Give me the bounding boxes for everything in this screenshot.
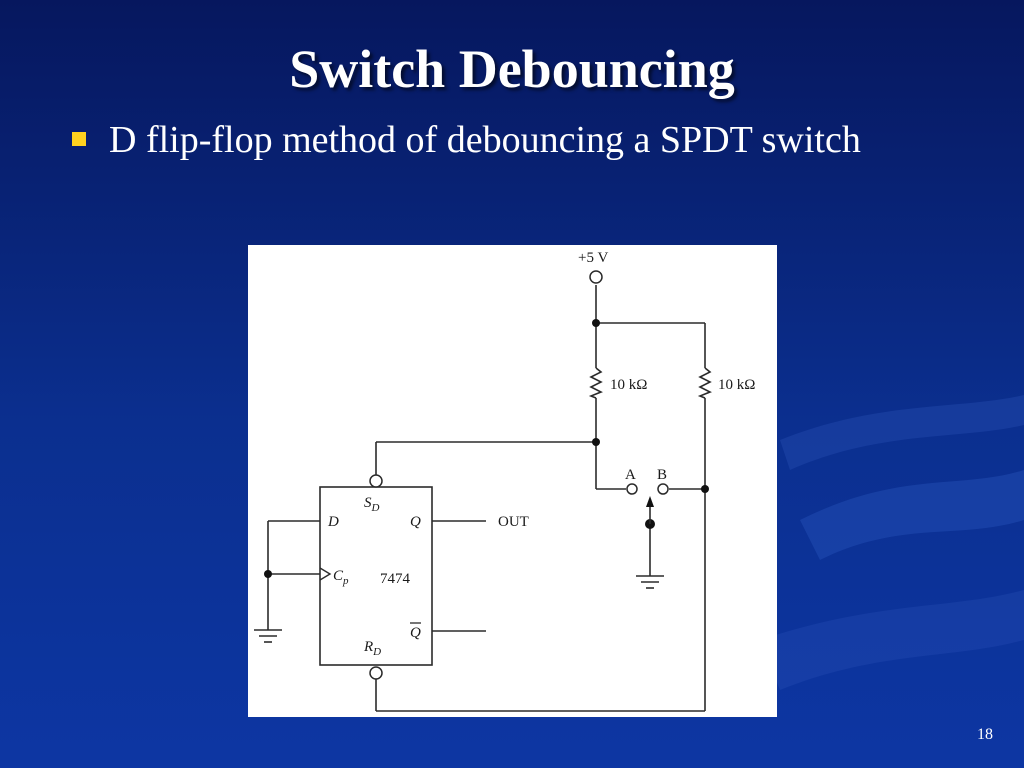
supply-terminal-icon: [589, 270, 603, 284]
pin-qbar-label: Q: [410, 625, 421, 641]
circuit-wires: [267, 285, 706, 712]
slide-title: Switch Debouncing: [289, 39, 735, 99]
junction-top: [592, 319, 600, 327]
ground-flipflop-icon: [254, 629, 282, 643]
bullet-text: D flip-flop method of debouncing a SPDT …: [109, 119, 861, 161]
bullet-square-icon: [72, 132, 86, 146]
circuit-svg: +5 V 10 kΩ 10 kΩ A B OUT 7474 D Q Q SD R…: [254, 250, 755, 712]
ground-switch-icon: [636, 575, 664, 589]
switch-b-label: B: [657, 467, 667, 483]
pin-sd-label: SD: [364, 495, 380, 514]
page-number: 18: [977, 726, 993, 743]
supply-label: +5 V: [578, 250, 608, 266]
pin-rd-label: RD: [363, 639, 381, 658]
resistor-left-label: 10 kΩ: [610, 377, 647, 393]
clock-input-icon: [319, 567, 332, 581]
pin-cp-label: Cp: [333, 568, 349, 587]
switch-lever-icon: [646, 496, 654, 524]
output-label: OUT: [498, 514, 529, 530]
junction-dcp: [264, 570, 272, 578]
pin-q-label: Q: [410, 514, 421, 530]
sd-input-bubble: [369, 474, 383, 488]
rd-input-bubble: [369, 666, 383, 680]
switch-a-label: A: [625, 467, 636, 483]
circuit-diagram: +5 V 10 kΩ 10 kΩ A B OUT 7474 D Q Q SD R…: [248, 245, 777, 717]
resistor-left-icon: [588, 367, 603, 399]
chip-label: 7474: [380, 571, 411, 587]
pin-d-label: D: [327, 514, 339, 530]
resistor-right-label: 10 kΩ: [718, 377, 755, 393]
contact-b-icon: [657, 483, 669, 495]
resistor-right-icon: [697, 367, 712, 399]
junction-node: [592, 438, 600, 446]
junction-b: [701, 485, 709, 493]
contact-a-icon: [626, 483, 638, 495]
